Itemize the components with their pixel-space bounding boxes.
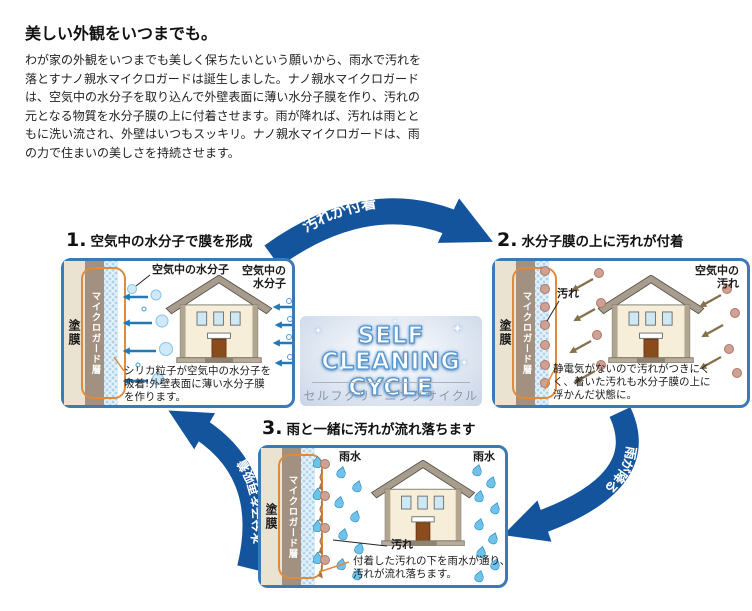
- rainwater-label-right: 雨水: [473, 450, 495, 463]
- caption-leader-line: [318, 561, 350, 573]
- air-dirt-label-right: 空気中の 汚れ: [695, 264, 739, 290]
- wall-layer-strip: 塗膜 マイクロガード層: [64, 261, 126, 405]
- paint-layer: 塗膜: [64, 261, 85, 405]
- water-film-layer: [104, 261, 118, 405]
- logo-line2: CYCLE: [348, 374, 434, 401]
- sparkle-icon: ✦: [314, 326, 323, 337]
- guard-outline: [81, 267, 126, 399]
- air-molecule-label-right: 空気中の 水分子: [242, 264, 286, 290]
- cycle-arrow-left: 水分子を再吸着: [168, 410, 265, 571]
- panel1-art: [113, 274, 292, 385]
- panel3-art: [313, 456, 502, 584]
- wall-layer-strip: 塗膜 マイクロガード層: [261, 448, 323, 585]
- cycle-arrow-top: 汚れが付着: [264, 193, 493, 267]
- house-illustration: [370, 460, 476, 546]
- sparkle-icon: ✦: [338, 364, 345, 373]
- page-title: 美しい外観をいつまでも。: [25, 24, 218, 43]
- panel3-caption: 付着した汚れの下を雨水が通り、 汚れが流れ落ちます。: [353, 555, 511, 580]
- label-leader-line: [332, 539, 388, 547]
- air-molecule-label: 空気中の水分子: [152, 263, 229, 276]
- logo-subtitle: セルフクリーニングサイクル: [303, 389, 479, 403]
- rainwater-label-left: 雨水: [339, 450, 361, 463]
- water-molecule-adsorb-arrows: [122, 293, 156, 385]
- intro-paragraph: わが家の外観をいつまでも美しく保ちたいという願いから、雨水で汚れを落とすナノ親水…: [25, 53, 422, 160]
- logo-divider: [312, 382, 470, 383]
- wall-layer-strip: 塗膜 マイクロガード層: [495, 261, 557, 405]
- dirt-particles-on-film: [540, 266, 550, 388]
- caption-leader-line: [544, 368, 556, 390]
- microguard-layer: マイクロガード層: [516, 261, 535, 405]
- sparkle-icon: ✦: [452, 322, 463, 337]
- panel3-title: 3. 雨と一緒に汚れが流れ落ちます: [262, 417, 476, 439]
- cycle-arrow-right: 雨が降る: [503, 407, 639, 542]
- panel2-art: [540, 266, 742, 390]
- microguard-layer: マイクロガード層: [282, 448, 301, 585]
- panel1-caption: シリカ粒子が空気中の水分子を 吸着!外壁表面に薄い水分子膜 を作ります。: [124, 365, 271, 403]
- caption-leader-line: [113, 356, 125, 372]
- guard-outline: [278, 454, 323, 579]
- dirt-label: 汚れ: [391, 538, 413, 551]
- water-molecule-bubbles: [127, 284, 173, 385]
- panel1-film-formation: 塗膜 マイクロガード層: [61, 258, 295, 408]
- paint-layer: 塗膜: [495, 261, 516, 405]
- dirt-label: 汚れ: [557, 287, 579, 300]
- dirt-approach-arrows-right: [699, 284, 742, 378]
- dirt-flowing-down-film: [313, 456, 330, 579]
- guard-outline: [512, 267, 557, 399]
- logo-line1: SELF CLEANING: [321, 322, 461, 375]
- panel2-caption: 静電気がないので汚れがつきにく く、着いた汚れも水分子膜の上に 浮かんだ状態に。: [553, 363, 711, 401]
- house-illustration: [597, 275, 705, 363]
- house-side-adsorb-arrows: [272, 298, 292, 367]
- dirt-approach-arrows-left: [569, 268, 606, 384]
- panel1-title: 1. 空気中の水分子で膜を形成: [66, 229, 253, 251]
- panel3-rain-wash: 塗膜 マイクロガード層: [258, 445, 511, 588]
- label-leader-line: [135, 274, 151, 287]
- self-cleaning-cycle-logo: SELF CLEANING CYCLE ✦ ✦ ✦ ✦ ✦ セルフクリーニングサ…: [300, 316, 482, 406]
- label-leader-line: [546, 300, 560, 322]
- microguard-layer: マイクロガード層: [85, 261, 104, 405]
- water-film-layer: [301, 448, 315, 585]
- panel2-dirt-adhesion: 塗膜 マイクロガード層: [492, 258, 750, 408]
- paint-layer: 塗膜: [261, 448, 282, 585]
- panel2-title: 2. 水分子膜の上に汚れが付着: [497, 229, 684, 251]
- sparkle-icon: ✦: [392, 318, 398, 326]
- sparkle-icon: ✦: [460, 358, 469, 369]
